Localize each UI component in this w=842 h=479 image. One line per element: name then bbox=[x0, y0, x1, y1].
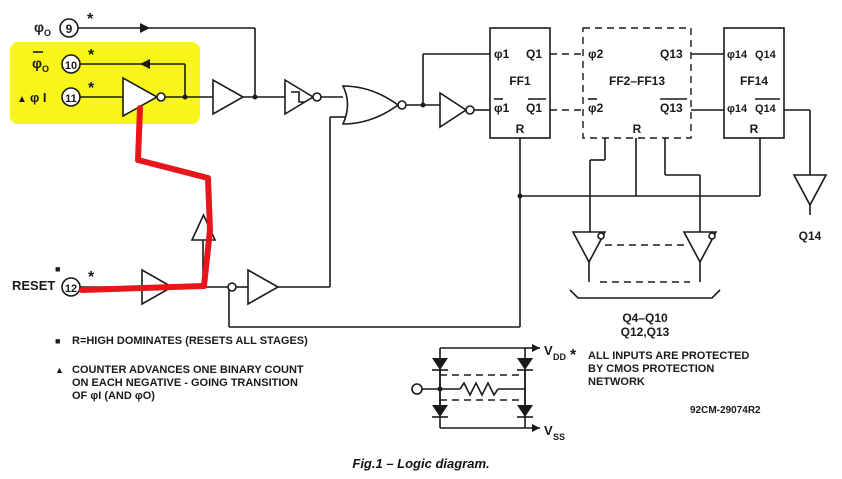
triangle-note-marker: ▲ bbox=[55, 365, 64, 375]
clock-inverter bbox=[439, 91, 468, 129]
pin-12-number: 12 bbox=[65, 283, 77, 295]
vss-sub: SS bbox=[553, 432, 565, 442]
svg-text:Q13: Q13 bbox=[660, 101, 683, 115]
input-stage bbox=[78, 23, 490, 287]
protection-network: V DD V SS bbox=[411, 343, 566, 442]
pin-11-number: 11 bbox=[65, 93, 77, 105]
svg-text:φ14: φ14 bbox=[727, 103, 748, 115]
vdd-sub: DD bbox=[553, 352, 566, 362]
pin-phi0-sub: O bbox=[44, 28, 51, 38]
pin-phiI-label: φ I bbox=[30, 90, 47, 105]
pin-9-star: * bbox=[87, 11, 94, 28]
triangle-note-line3: OF φI (AND φO) bbox=[72, 390, 155, 402]
square-note-marker: ■ bbox=[55, 336, 60, 346]
flipflop-ff14: φ14 Q14 FF14 φ14 Q14 R bbox=[723, 27, 785, 139]
svg-text:φ1: φ1 bbox=[494, 47, 510, 61]
svg-text:Q14: Q14 bbox=[755, 49, 777, 61]
nor-gate bbox=[341, 85, 400, 125]
q14-label: Q14 bbox=[799, 229, 822, 243]
vdd-label: V bbox=[544, 343, 553, 358]
ff-interconnect: Q14 bbox=[550, 53, 828, 243]
reset-buffer-2 bbox=[247, 268, 280, 306]
figure-caption: Fig.1 – Logic diagram. bbox=[352, 456, 489, 471]
svg-text:Q14: Q14 bbox=[755, 103, 777, 115]
q12-q13-label: Q12,Q13 bbox=[621, 325, 670, 339]
buffer-1 bbox=[212, 78, 245, 116]
pin-reset-marker: ■ bbox=[55, 264, 60, 274]
pin-10-star: * bbox=[88, 47, 95, 64]
protection-resistor bbox=[459, 381, 499, 397]
pin-reset-star: * bbox=[88, 269, 95, 286]
output-buffer-left bbox=[571, 231, 607, 264]
triangle-note-line1: COUNTER ADVANCES ONE BINARY COUNT bbox=[72, 364, 304, 376]
output-buffers: Q4–Q10 Q12,Q13 bbox=[569, 138, 721, 339]
pin-phi0bar-label: φ bbox=[32, 55, 42, 71]
pin-phiI: ▲ φ I 11 * bbox=[17, 80, 95, 107]
pin-phi0-label: φ bbox=[34, 19, 44, 35]
svg-text:R: R bbox=[633, 122, 642, 136]
figure-code: 92CM-29074R2 bbox=[690, 405, 761, 416]
pin-11-star: * bbox=[88, 80, 95, 97]
svg-text:Q1: Q1 bbox=[526, 101, 542, 115]
star-note-line3: NETWORK bbox=[588, 376, 645, 388]
pin-10-number: 10 bbox=[65, 60, 77, 72]
svg-text:FF2–FF13: FF2–FF13 bbox=[609, 74, 665, 88]
vss-label: V bbox=[544, 423, 553, 438]
red-annotation-stroke bbox=[79, 105, 213, 293]
svg-text:Q1: Q1 bbox=[526, 47, 542, 61]
pin-reset: ■ RESET 12 * bbox=[12, 264, 95, 297]
square-note-text: R=HIGH DOMINATES (RESETS ALL STAGES) bbox=[72, 335, 308, 347]
star-note-line2: BY CMOS PROTECTION bbox=[588, 363, 714, 375]
flipflop-ff2-ff13: φ2 Q13 FF2–FF13 φ2 Q13 R bbox=[582, 27, 692, 139]
svg-text:φ2: φ2 bbox=[588, 101, 604, 115]
output-buffer-right bbox=[682, 231, 718, 264]
star-note-line1: ALL INPUTS ARE PROTECTED bbox=[588, 350, 749, 362]
protection-input-node bbox=[411, 383, 423, 395]
pin-9-number: 9 bbox=[66, 22, 73, 36]
q14-buffer bbox=[792, 174, 828, 207]
pin-phiI-marker: ▲ bbox=[17, 94, 27, 105]
svg-text:FF1: FF1 bbox=[509, 74, 531, 88]
triangle-note-line2: ON EACH NEGATIVE - GOING TRANSITION bbox=[72, 377, 298, 389]
flipflop-ff1: φ1 Q1 FF1 φ1 Q1 R bbox=[489, 27, 551, 139]
pin-reset-label: RESET bbox=[12, 278, 55, 293]
svg-text:R: R bbox=[750, 122, 759, 136]
pin-phi0bar-sub: O bbox=[42, 64, 49, 74]
svg-text:φ1: φ1 bbox=[494, 101, 510, 115]
svg-text:Q13: Q13 bbox=[660, 47, 683, 61]
svg-text:φ14: φ14 bbox=[727, 49, 748, 61]
notes: ■ R=HIGH DOMINATES (RESETS ALL STAGES) ▲… bbox=[55, 335, 761, 416]
svg-text:R: R bbox=[516, 122, 525, 136]
pin-phi0: φ O 9 * bbox=[34, 11, 94, 38]
q4-q10-label: Q4–Q10 bbox=[622, 311, 668, 325]
highlight-box bbox=[10, 42, 200, 124]
star-note-marker: * bbox=[570, 347, 577, 364]
svg-text:FF14: FF14 bbox=[740, 74, 768, 88]
svg-text:φ2: φ2 bbox=[588, 47, 604, 61]
